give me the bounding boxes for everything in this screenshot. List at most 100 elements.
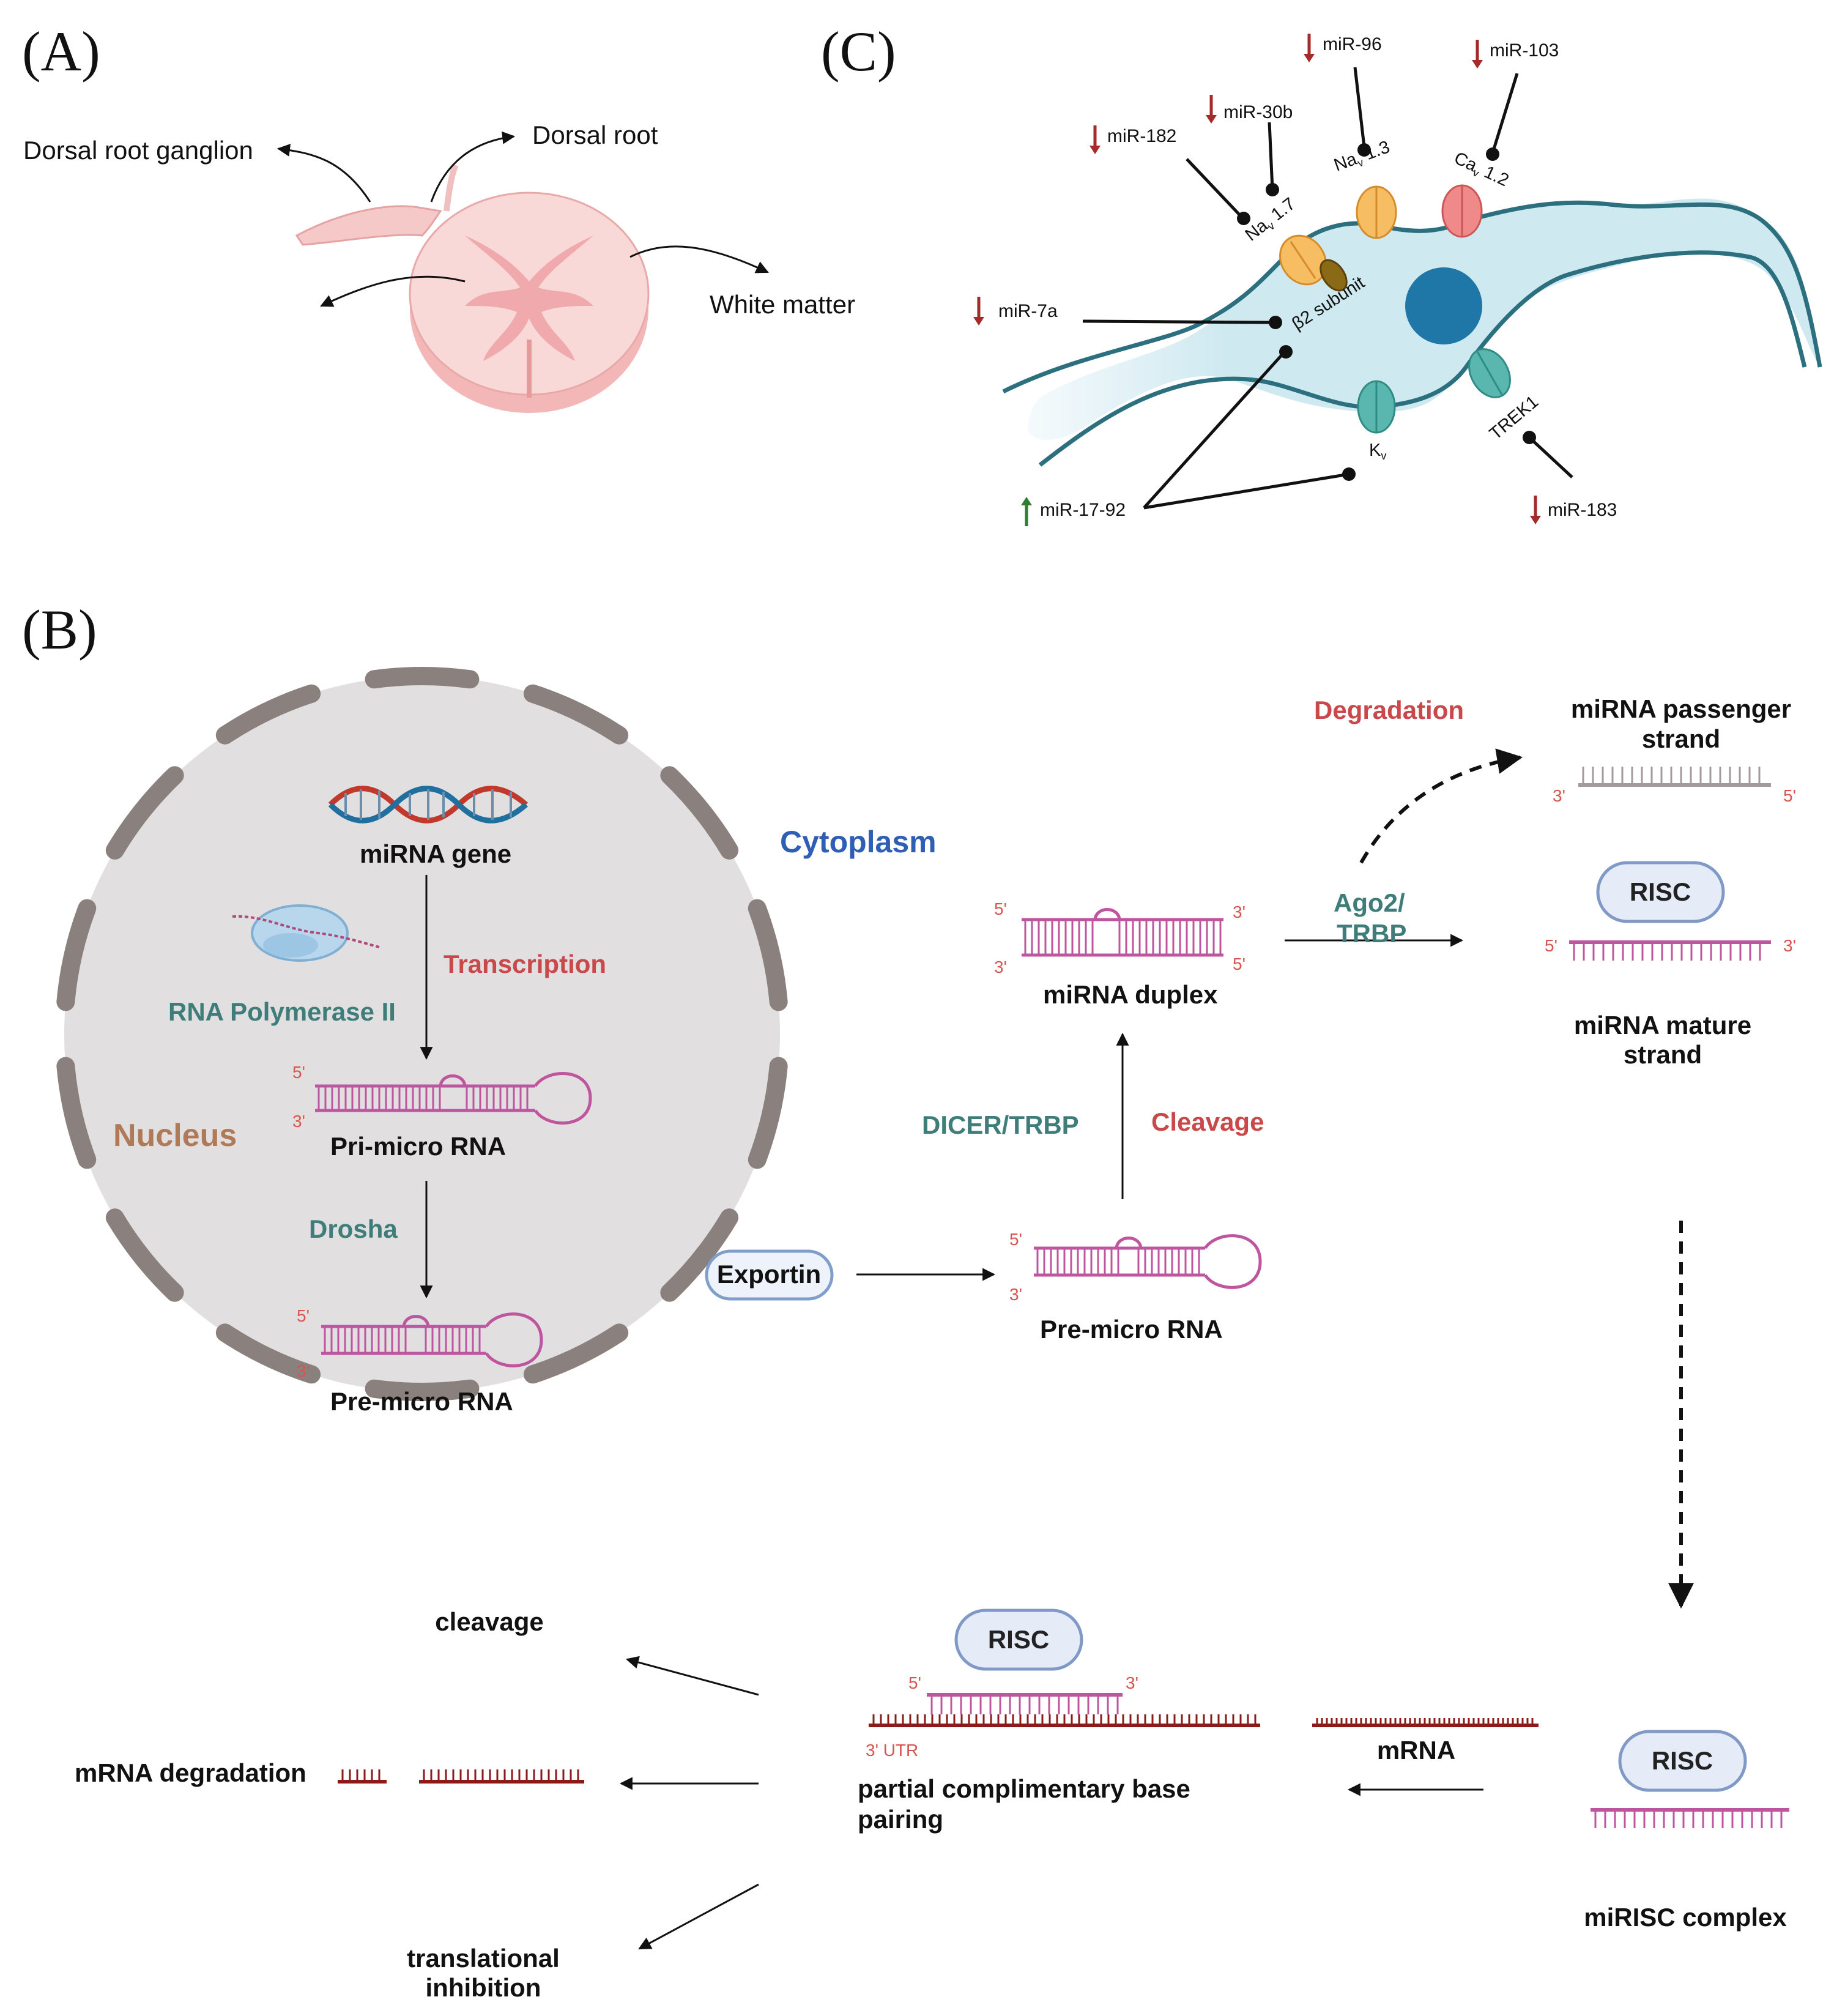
beta2-subunit-shape [1320,259,1348,292]
label-risc-mature: RISC [1630,877,1691,906]
label-mirna-gene: miRNA gene [360,839,511,868]
arrow-degradation [1359,748,1523,864]
label-mature-line1: miRNA mature [1574,1011,1751,1040]
envelope-segment [105,766,184,860]
label-mir-30b: miR-30b [1223,102,1293,122]
envelope-segment [748,899,788,1011]
label-nucleus: Nucleus [113,1118,237,1153]
passenger-3prime: 3' [1553,786,1565,805]
exportin-pill [705,1249,834,1301]
pre-micro-rna-cytoplasm-icon [1034,1234,1262,1289]
label-partial-line1: partial complimentary base [858,1774,1190,1803]
mir-pointer-lines [1082,67,1573,510]
duplex-5prime-left: 5' [994,899,1007,918]
label-outcome-inhibition-line2: inhibition [426,1973,541,2002]
channel-kv [1357,380,1396,434]
down-arrow-mir183 [1530,496,1541,524]
nuclear-envelope [56,667,788,1401]
label-mir-7a: miR-7a [998,301,1058,321]
label-pre-micro-rna-cytoplasm: Pre-micro RNA [1040,1315,1223,1344]
label-ago2-line1: Ago2/ [1334,888,1405,917]
passenger-5prime: 5' [1783,786,1796,805]
neuron-nucleus [1405,267,1482,344]
label-mir-96: miR-96 [1323,34,1382,54]
neuron-membrane-top [1002,200,1822,394]
label-mir-103: miR-103 [1490,40,1559,61]
label-pri-micro-rna: Pri-micro RNA [330,1132,506,1161]
label-mir-182: miR-182 [1107,126,1176,146]
envelope-segment [56,1057,97,1169]
label-dorsal-root: Dorsal root [532,121,658,149]
label-3utr: 3' UTR [866,1741,918,1760]
label-risc-pairing: RISC [988,1625,1049,1654]
label-partial-line2: pairing [858,1805,943,1834]
down-arrow-mir7a [973,297,984,325]
envelope-segment [660,1208,739,1302]
envelope-segment [365,667,480,689]
pre-cyto-3prime: 3' [1009,1285,1022,1304]
envelope-segment [523,1323,629,1384]
label-mrna: mRNA [1377,1736,1455,1765]
up-arrow-mir17-92 [1021,497,1032,526]
mirna-duplex-icon [1022,908,1223,957]
envelope-segment [105,1208,184,1302]
label-drosha: Drosha [309,1214,398,1243]
label-dorsal-root-ganglion: Dorsal root ganglion [23,136,253,165]
pre-nuc-3prime: 3' [297,1361,310,1380]
rna-polymerase-icon [232,904,380,962]
arrow-outcome-inhibition [638,1883,759,1950]
nucleus-circle [64,676,780,1392]
down-regulation-arrows [973,34,1541,524]
spinal-cord-illustration [295,163,650,413]
down-arrow-mir182 [1090,125,1101,154]
label-risc-mirisc: RISC [1652,1746,1713,1775]
envelope-segment [748,1057,788,1169]
pri-3prime: 3' [292,1112,305,1131]
dorsal-root-fiber [444,163,459,212]
up-regulation-arrows [1021,497,1032,526]
mature-strand-icon [1569,940,1771,961]
arrow-gray-matter [320,275,466,307]
nucleus-compartment [56,667,788,1401]
panel-label-c: (C) [821,20,896,83]
neuron-illustration [1002,198,1822,467]
label-passenger-line2: strand [1642,724,1720,753]
panel-label-a: (A) [22,20,100,83]
pre-nuc-5prime: 5' [297,1306,310,1325]
pri-5prime: 5' [292,1063,305,1082]
envelope-segment [365,1379,480,1401]
envelope-segment [56,899,97,1011]
channel-cav12 [1441,184,1483,238]
down-arrow-mir96 [1304,34,1315,62]
panel-label-b: (B) [22,598,97,661]
duplex-3prime-right: 3' [1233,902,1245,921]
risc-pill-pairing [954,1609,1083,1671]
pairing-5prime: 5' [908,1673,921,1692]
label-pre-micro-rna-nucleus: Pre-micro RNA [330,1387,513,1416]
label-mirna-duplex: miRNA duplex [1043,980,1218,1009]
label-mirisc-complex: miRISC complex [1584,1903,1787,1932]
risc-pill-mature [1596,861,1725,923]
label-rna-polymerase: RNA Polymerase II [168,997,396,1026]
label-outcome-mrna-degradation: mRNA degradation [75,1758,306,1787]
label-white-matter: White matter [710,290,855,319]
envelope-segment [215,684,321,745]
label-exportin: Exportin [717,1260,821,1289]
label-mature-line2: strand [1624,1040,1702,1069]
label-cytoplasm: Cytoplasm [780,825,937,859]
mature-5prime: 5' [1545,936,1557,955]
mature-3prime: 3' [1783,936,1796,955]
cord-gray-matter [465,236,593,361]
label-cleavage-step: Cleavage [1151,1107,1264,1136]
arrow-dorsal-root-ganglion [277,143,371,203]
label-transcription: Transcription [444,950,606,978]
label-outcome-cleavage: cleavage [435,1607,543,1636]
dna-helix-icon [328,786,528,824]
label-outcome-inhibition-line1: translational [407,1944,560,1973]
down-arrow-mir30b [1206,95,1217,124]
envelope-segment [215,1323,321,1384]
channel-trek1 [1468,348,1511,398]
duplex-5prime-right: 5' [1233,954,1245,973]
mir-pointer-dots [1237,143,1536,481]
